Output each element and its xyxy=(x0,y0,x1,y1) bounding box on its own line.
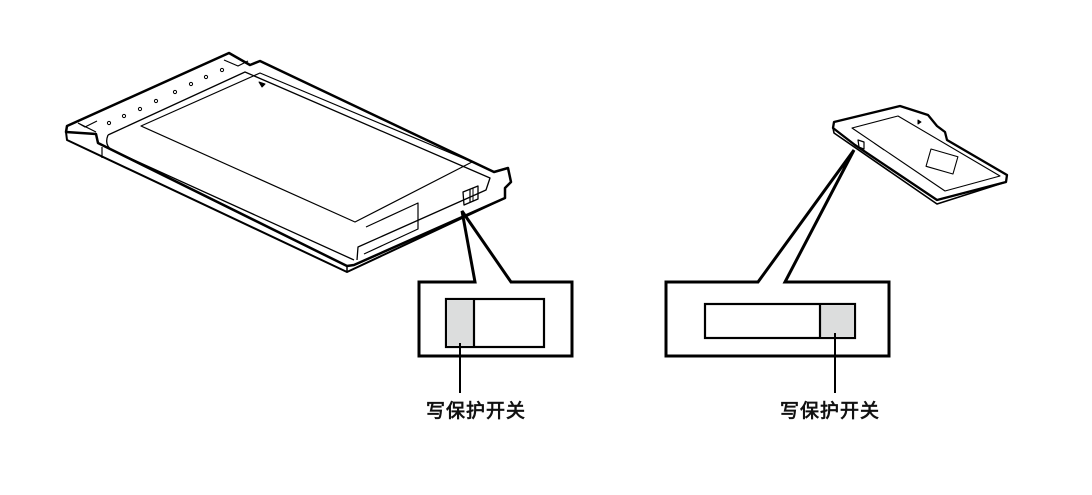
sd-card-callout xyxy=(664,149,891,393)
write-protect-switch-label-left: 写保护开关 xyxy=(426,400,527,422)
switch-lock-position xyxy=(821,305,854,337)
pc-card-illustration xyxy=(64,51,513,273)
pc-card-callout xyxy=(417,210,574,393)
write-protect-switch-label-right: 写保护开关 xyxy=(780,400,881,422)
switch-lock-position xyxy=(447,300,474,346)
sd-card-illustration xyxy=(831,104,1009,205)
